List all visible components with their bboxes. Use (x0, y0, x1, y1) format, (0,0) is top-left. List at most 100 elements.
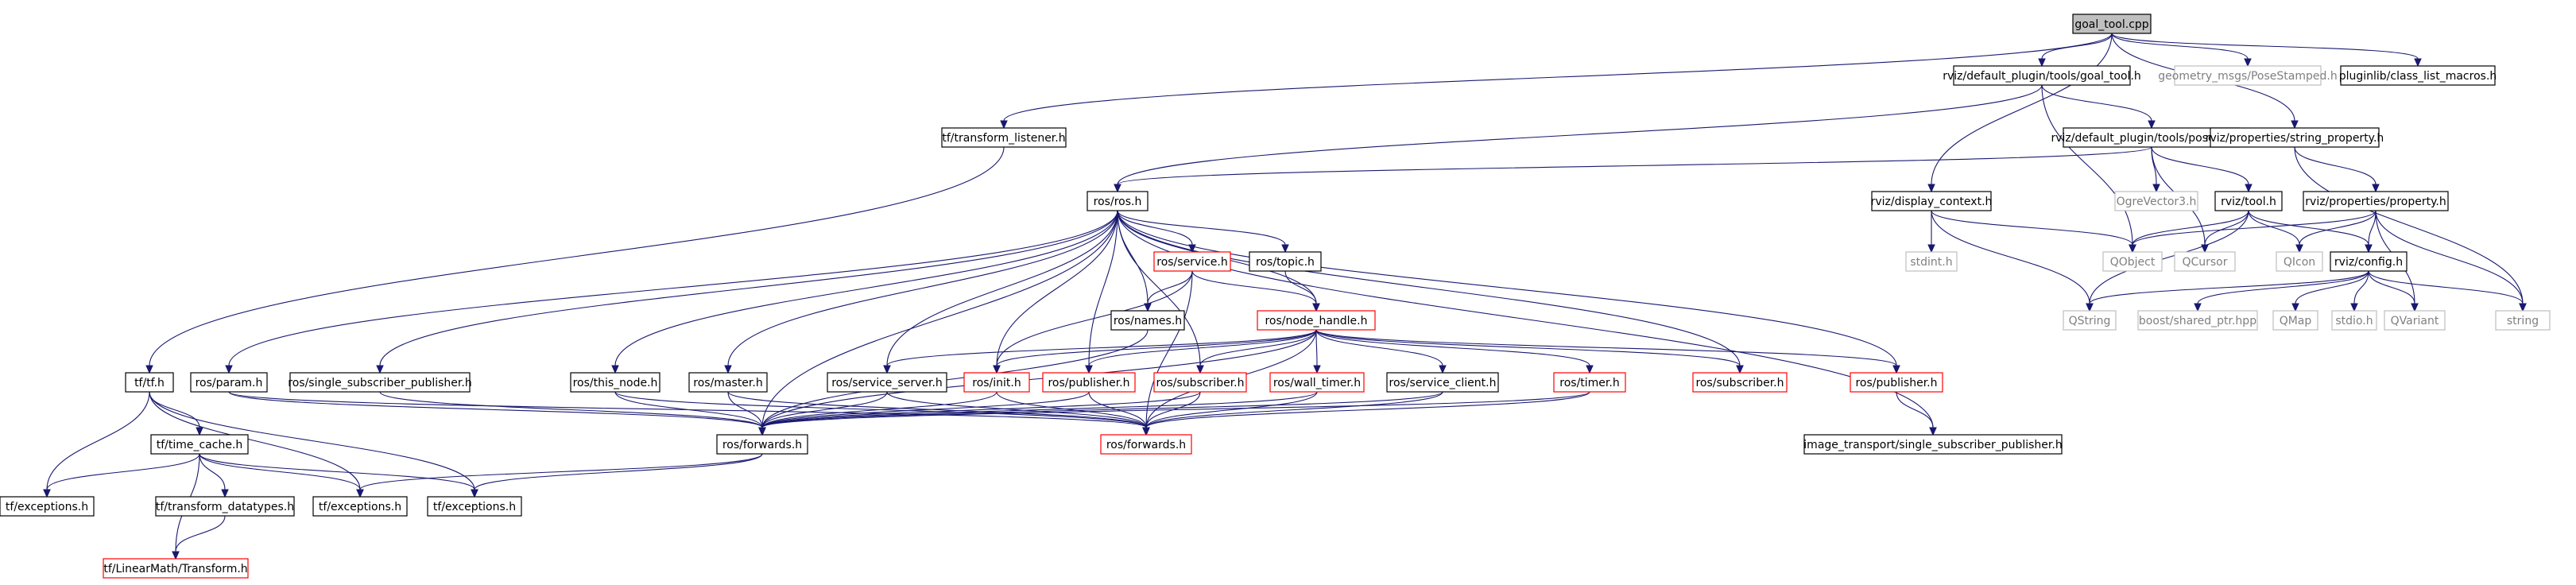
node-image-transport[interactable]: image_transport/single_subscriber_publis… (1803, 434, 2063, 455)
node-ros-forwards-a[interactable]: ros/forwards.h (716, 434, 808, 455)
node-box (1692, 372, 1788, 393)
edge-ros-h-to-ros-master (724, 210, 1118, 374)
node-box (1110, 310, 1185, 331)
node-ros-param[interactable]: ros/param.h (190, 372, 268, 393)
node-box (1153, 372, 1247, 393)
node-ros-master[interactable]: ros/master.h (688, 372, 768, 393)
node-single-sub-pub[interactable]: ros/single_subscriber_publisher.h (288, 372, 472, 393)
node-label: goal_tool.cpp (2074, 18, 2148, 31)
nodes-layer: goal_tool.cpptf/transform_listener.hrviz… (0, 14, 2551, 579)
node-publisher-a[interactable]: ros/publisher.h (1042, 372, 1136, 393)
node-box (2330, 251, 2407, 272)
node-box (1905, 251, 1958, 272)
node-tf-exceptions-a[interactable]: tf/exceptions.h (0, 496, 95, 517)
edge-ros-forwards-a-to-tf-exceptions-c (471, 453, 763, 498)
node-ros-timer[interactable]: ros/timer.h (1553, 372, 1626, 393)
edge-node-handle-to-service-client (1315, 329, 1447, 374)
node-rviz-config[interactable]: rviz/config.h (2330, 251, 2407, 272)
node-ros-names[interactable]: ros/names.h (1110, 310, 1185, 331)
node-tf-tf[interactable]: tf/tf.h (125, 372, 174, 393)
node-label: ros/subscriber.h (1695, 377, 1784, 389)
node-wall-timer[interactable]: ros/wall_timer.h (1269, 372, 1365, 393)
node-label: ros/names.h (1114, 315, 1182, 327)
edge-ros-h-to-this-node (611, 210, 1118, 374)
node-label: ros/service.h (1156, 256, 1228, 269)
node-box (1953, 65, 2131, 86)
edge-goal-tool-cpp-to-pose-stamped (2111, 33, 2252, 68)
node-ros-h[interactable]: ros/ros.h (1087, 191, 1149, 211)
node-box (1269, 372, 1365, 393)
edge-transform-datatypes-to-linearmath-transform (172, 515, 226, 560)
node-label: ros/service_client.h (1389, 377, 1497, 389)
node-label: boost/shared_ptr.hpp (2139, 315, 2256, 327)
node-label: tf/time_cache.h (157, 439, 243, 451)
node-label: QCursor (2182, 256, 2227, 269)
node-box (688, 372, 768, 393)
node-box (1153, 251, 1231, 272)
edge-ros-topic-to-node-handle (1284, 270, 1320, 312)
node-label: ros/this_node.h (573, 377, 658, 389)
edge-goal-tool-h-to-pose-tool-h (2041, 84, 2156, 130)
node-ros-init[interactable]: ros/init.h (963, 372, 1030, 393)
node-this-node[interactable]: ros/this_node.h (570, 372, 660, 393)
node-label: ros/service_server.h (831, 377, 943, 389)
node-label: ros/ros.h (1094, 196, 1142, 208)
node-goal-tool-cpp[interactable]: goal_tool.cpp (2072, 14, 2152, 34)
node-box (2303, 191, 2449, 211)
node-label: rviz/properties/property.h (2305, 196, 2446, 208)
node-ros-topic[interactable]: ros/topic.h (1249, 251, 1322, 272)
edge-node-handle-to-publisher-a (1085, 329, 1317, 374)
node-ros-service[interactable]: ros/service.h (1153, 251, 1231, 272)
node-rviz-tool[interactable]: rviz/tool.h (2214, 191, 2283, 211)
node-box (125, 372, 174, 393)
edge-goal-tool-cpp-to-class-list-macros (2111, 33, 2422, 68)
node-box (2072, 14, 2152, 34)
edge-goal-tool-h-to-ros-h (1114, 84, 2043, 193)
edge-node-handle-to-subscriber-a (1196, 329, 1317, 374)
node-subscriber-a[interactable]: ros/subscriber.h (1153, 372, 1247, 393)
node-subscriber-b[interactable]: ros/subscriber.h (1692, 372, 1788, 393)
node-box (103, 558, 249, 579)
node-time-cache[interactable]: tf/time_cache.h (150, 434, 249, 455)
node-service-server[interactable]: ros/service_server.h (827, 372, 947, 393)
node-ros-forwards-b[interactable]: ros/forwards.h (1100, 434, 1192, 455)
node-transform-listener[interactable]: tf/transform_listener.h (941, 127, 1067, 148)
edge-ros-timer-to-ros-forwards-a (758, 391, 1590, 436)
node-label: rviz/config.h (2334, 256, 2403, 269)
edge-ros-param-to-ros-forwards-a (228, 391, 766, 436)
edge-node-handle-to-wall-timer (1313, 329, 1321, 374)
node-publisher-b[interactable]: ros/publisher.h (1850, 372, 1943, 393)
node-box (2137, 310, 2258, 331)
node-box (1100, 434, 1192, 455)
node-box (1257, 310, 1376, 331)
edge-rviz-config-to-boost-shared-ptr (2194, 270, 2369, 312)
node-tf-exceptions-b[interactable]: tf/exceptions.h (312, 496, 408, 517)
node-class-list-macros[interactable]: pluginlib/class_list_macros.h (2339, 65, 2497, 86)
node-goal-tool-h[interactable]: rviz/default_plugin/tools/goal_tool.h (1943, 65, 2141, 86)
node-label: tf/exceptions.h (433, 501, 516, 513)
node-label: rviz/default_plugin/tools/goal_tool.h (1943, 70, 2141, 83)
node-box (289, 372, 471, 393)
node-qvariant: QVariant (2384, 310, 2446, 331)
node-service-client[interactable]: ros/service_client.h (1386, 372, 1499, 393)
node-label: tf/transform_datatypes.h (156, 501, 294, 513)
node-display-context[interactable]: rviz/display_context.h (1871, 191, 1993, 211)
node-node-handle[interactable]: ros/node_handle.h (1257, 310, 1376, 331)
node-linearmath-transform[interactable]: tf/LinearMath/Transform.h (103, 558, 249, 579)
node-tf-exceptions-c[interactable]: tf/exceptions.h (427, 496, 522, 517)
node-qobject: QObject (2102, 251, 2163, 272)
node-string-property[interactable]: rviz/properties/string_property.h (2206, 127, 2384, 148)
edge-ros-h-to-ros-topic (1117, 210, 1289, 254)
edge-ros-h-to-single-sub-pub (376, 210, 1118, 374)
node-box (941, 127, 1067, 148)
node-box (2174, 251, 2236, 272)
node-transform-datatypes[interactable]: tf/transform_datatypes.h (155, 496, 295, 517)
node-box (427, 496, 522, 517)
node-label: ros/forwards.h (722, 439, 802, 451)
node-label: ros/timer.h (1559, 377, 1619, 389)
node-box (1871, 191, 1992, 211)
node-property-h[interactable]: rviz/properties/property.h (2303, 191, 2449, 211)
node-pose-stamped: geometry_msgs/PoseStamped.h (2158, 65, 2338, 86)
edge-single-sub-pub-to-ros-forwards-a (379, 391, 766, 436)
